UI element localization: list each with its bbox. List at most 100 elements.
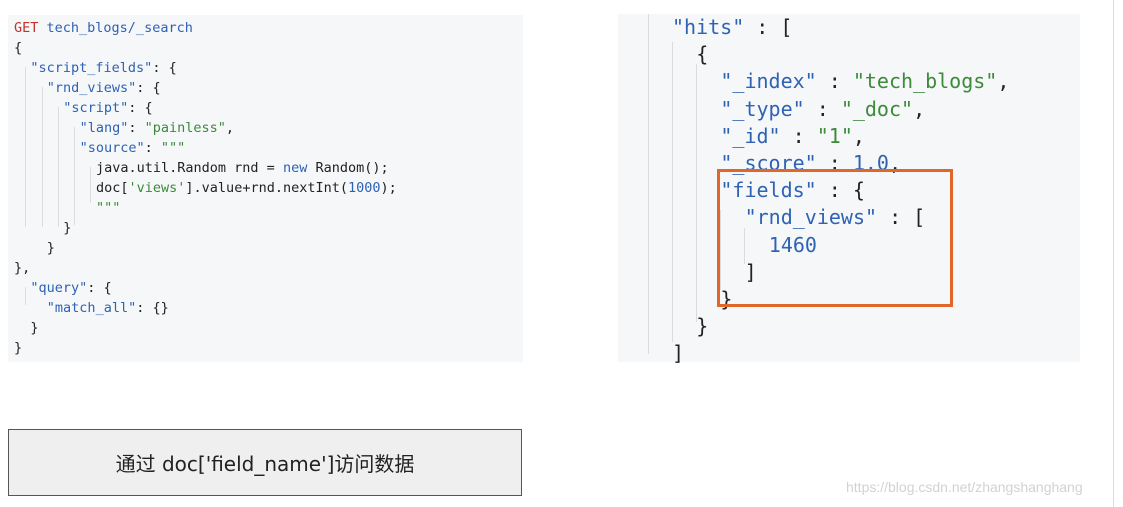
indent-guide (648, 14, 649, 354)
request-code-line: "script": { (8, 98, 523, 118)
request-code-line: "rnd_views": { (8, 78, 523, 98)
watermark-url: https://blog.csdn.net/zhangshanghang (846, 479, 1083, 495)
response-code-token: : [ (877, 205, 926, 230)
request-code-token: 'views' (128, 180, 186, 196)
caption-text: 通过 doc['field_name']访问数据 (115, 452, 415, 476)
request-code-token: """ (160, 140, 186, 156)
request-code-token: java.util.Random rnd = (96, 160, 283, 176)
indent-guide (672, 42, 673, 342)
request-code-token: ].value+rnd.nextInt( (185, 180, 348, 196)
response-code-token: "hits" (672, 15, 745, 39)
response-code-line: } (618, 313, 1080, 340)
request-code-token: doc[ (96, 180, 129, 196)
request-code-line: } (8, 318, 523, 338)
response-code-line: "rnd_views" : [ (618, 204, 1080, 231)
response-code-token: "rnd_views" (744, 205, 878, 230)
request-code-line: "match_all": {} (8, 298, 523, 318)
caption-box: 通过 doc['field_name']访问数据 (8, 429, 522, 496)
response-code-line: ] (618, 259, 1080, 286)
request-code-token: } (14, 340, 23, 356)
request-code-token: : { (136, 80, 161, 96)
request-code-token: "source" (79, 140, 145, 156)
request-code-token: }, (14, 260, 31, 276)
response-code-token: "tech_blogs" (852, 69, 998, 94)
request-code-token: } (63, 220, 72, 236)
request-code-token: 1000 (347, 180, 381, 196)
response-code-token: "_type" (720, 96, 805, 121)
response-code-token: "_doc" (840, 96, 914, 121)
request-code-token: } (30, 320, 39, 336)
response-code-token: : [ (744, 15, 793, 39)
indent-guide (720, 210, 721, 290)
request-code-line: } (8, 238, 523, 258)
indent-guide (74, 127, 75, 225)
request-code-line: doc['views'].value+rnd.nextInt(1000); (8, 178, 523, 198)
response-code-token: : (816, 69, 853, 94)
request-code-line: """ (8, 198, 523, 218)
response-code-token: : { (816, 178, 865, 203)
response-code-token: "_index" (720, 69, 817, 94)
response-code-token: { (696, 42, 709, 67)
response-code-token: , (913, 96, 926, 121)
fields-highlight-box (717, 169, 953, 307)
response-code-line: 1460 (618, 232, 1080, 259)
request-code-token: , (225, 120, 235, 136)
response-code-line: ] (618, 340, 1080, 367)
response-code-token: ] (672, 341, 685, 366)
request-code-line: { (8, 38, 523, 58)
request-code-token: { (14, 40, 23, 56)
response-code-token: "1" (816, 123, 853, 148)
request-code-token: } (46, 240, 55, 256)
response-code-line: "_id" : "1", (618, 123, 1080, 150)
response-code-token: "fields" (720, 178, 817, 203)
indent-guide (90, 167, 91, 203)
indent-guide (696, 64, 697, 322)
request-code-token: : { (128, 100, 153, 116)
request-line-header: GET tech_blogs/_search (8, 18, 523, 38)
request-code-line: }, (8, 258, 523, 278)
response-code-token: ] (744, 259, 757, 284)
request-code-token: """ (96, 200, 121, 216)
response-code-token: , (852, 123, 865, 148)
response-code-token: : (780, 123, 817, 148)
request-code-token: : (144, 140, 161, 156)
http-method: GET (14, 20, 39, 36)
indent-guide (744, 228, 745, 264)
request-code-line: } (8, 338, 523, 358)
request-code-token: "query" (30, 280, 88, 296)
response-code-line: "fields" : { (618, 177, 1080, 204)
request-code-token: Random(); (307, 160, 389, 176)
request-code-token: new (282, 160, 308, 176)
response-code-line: "hits" : [ (618, 14, 1080, 41)
request-endpoint: tech_blogs/_search (46, 20, 193, 36)
request-code-token: "script" (63, 100, 129, 116)
response-code-line: { (618, 41, 1080, 68)
response-code-line: "_index" : "tech_blogs", (618, 68, 1080, 95)
request-code-line: "script_fields": { (8, 58, 523, 78)
response-code-token: 1460 (768, 232, 817, 257)
request-code-token: "script_fields" (30, 60, 153, 76)
request-code-token: : {} (136, 300, 169, 316)
request-code-token: : { (87, 280, 112, 296)
indent-guide (42, 87, 43, 227)
request-code-token: : (128, 120, 145, 136)
request-code-panel: GET tech_blogs/_search { "script_fields":… (8, 15, 523, 362)
indent-guide (25, 287, 26, 305)
request-code-token: "rnd_views" (46, 80, 137, 96)
request-code-line: } (8, 218, 523, 238)
request-code-line: "source": """ (8, 138, 523, 158)
request-code-line: "lang": "painless", (8, 118, 523, 138)
request-code-line: "query": { (8, 278, 523, 298)
request-code-token: : { (152, 60, 177, 76)
request-code-token: "painless" (144, 120, 226, 136)
indent-guide (58, 107, 59, 227)
request-code-token: "lang" (79, 120, 129, 136)
response-code-token: : (804, 96, 841, 121)
response-code-line: "_type" : "_doc", (618, 96, 1080, 123)
page-right-divider (1113, 0, 1114, 507)
response-code-token: , (997, 69, 1010, 94)
request-code-token: ); (380, 180, 397, 196)
response-code-token: "_id" (720, 123, 781, 148)
request-code-token: "match_all" (46, 300, 137, 316)
response-code-token: } (696, 314, 709, 339)
